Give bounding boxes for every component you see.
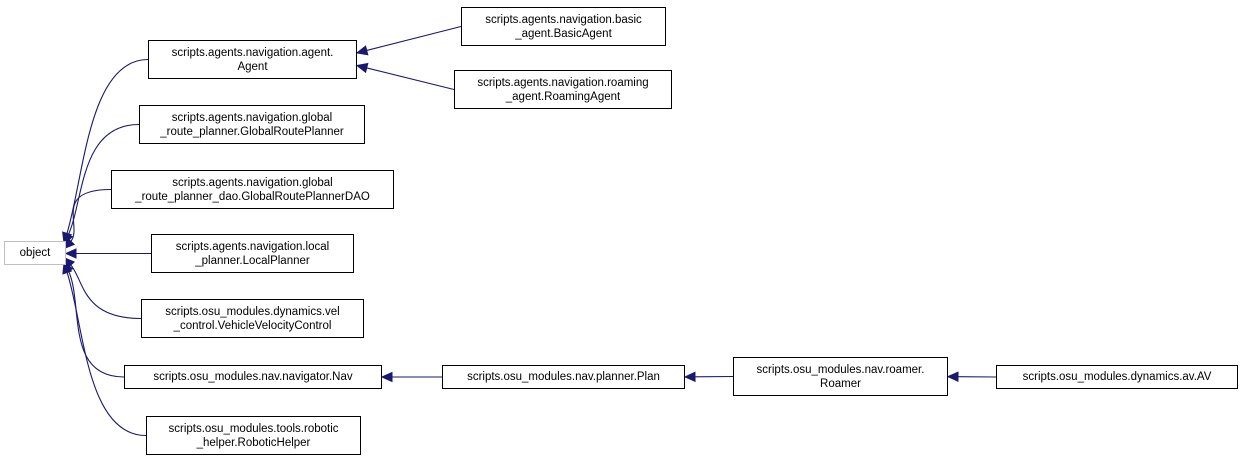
edge-global_route_planner_dao-to-object <box>69 188 112 243</box>
node-label-line: scripts.agents.navigation.basic <box>485 13 642 26</box>
node-label-line: _control.VehicleVelocityControl <box>173 319 332 332</box>
node-label-line: scripts.osu_modules.nav.roamer. <box>756 363 925 376</box>
node-nav[interactable]: scripts.osu_modules.nav.navigator.Nav <box>124 365 382 389</box>
edge-arrowhead <box>380 371 393 383</box>
edge-global_route_planner-to-object <box>67 123 140 236</box>
node-label-line: scripts.osu_modules.nav.navigator.Nav <box>153 371 353 383</box>
node-global-route-planner-dao[interactable]: scripts.agents.navigation.global_route_p… <box>111 170 394 209</box>
edge-arrowhead <box>683 371 696 383</box>
edge-arrowhead <box>355 45 369 56</box>
node-label-line: scripts.osu_modules.tools.robotic <box>168 422 339 435</box>
node-plan[interactable]: scripts.osu_modules.nav.planner.Plan <box>442 365 685 389</box>
node-basic-agent[interactable]: scripts.agents.navigation.basic_agent.Ba… <box>461 7 666 46</box>
node-label-line: _planner.LocalPlanner <box>195 254 310 267</box>
node-label-line: Roamer <box>820 377 861 390</box>
edge-robotic_helper-to-object <box>66 271 147 437</box>
node-roaming-agent[interactable]: scripts.agents.navigation.roaming_agent.… <box>454 70 672 109</box>
node-local-planner[interactable]: scripts.agents.navigation.local_planner.… <box>151 234 354 273</box>
node-global-route-planner[interactable]: scripts.agents.navigation.global_route_p… <box>139 105 365 144</box>
node-robotic-helper[interactable]: scripts.osu_modules.tools.robotic_helper… <box>146 416 361 455</box>
edge-agent-to-object <box>66 58 149 235</box>
node-label-line: scripts.osu_modules.dynamics.vel <box>165 305 340 318</box>
node-label-line: scripts.agents.navigation.global <box>171 111 333 124</box>
node-label-line: Agent <box>237 60 268 73</box>
node-label-line: scripts.agents.navigation.roaming <box>477 76 649 89</box>
edge-vehicle_velocity_control-to-object <box>69 263 142 320</box>
node-label-line: _route_planner_dao.GlobalRoutePlannerDAO <box>135 190 370 203</box>
node-label-line: object <box>19 247 51 259</box>
edge-basic_agent-to-agent <box>365 25 462 52</box>
node-label-line: _route_planner.GlobalRoutePlanner <box>160 125 344 138</box>
node-label-line: _agent.RoamingAgent <box>505 90 621 103</box>
edge-arrowhead <box>946 371 959 382</box>
node-label-line: _agent.BasicAgent <box>515 27 612 40</box>
edge-roaming_agent-to-agent <box>365 67 455 91</box>
node-label-line: scripts.osu_modules.dynamics.av.AV <box>1022 371 1212 383</box>
node-label-line: _helper.RoboticHelper <box>196 436 311 449</box>
node-label-line: scripts.agents.navigation.agent. <box>171 46 334 59</box>
edge-nav-to-object <box>67 269 125 378</box>
node-roamer[interactable]: scripts.osu_modules.nav.roamer.Roamer <box>733 357 948 396</box>
edge-arrowhead <box>355 62 369 74</box>
node-object[interactable]: object <box>4 241 66 265</box>
node-vehicle-velocity-control[interactable]: scripts.osu_modules.dynamics.vel_control… <box>141 299 364 338</box>
node-label-line: scripts.osu_modules.nav.planner.Plan <box>467 371 660 383</box>
node-agent[interactable]: scripts.agents.navigation.agent.Agent <box>148 40 357 79</box>
edge-arrowhead <box>62 261 73 275</box>
node-label-line: scripts.agents.navigation.local <box>175 240 330 253</box>
node-label-line: scripts.agents.navigation.global <box>172 176 333 189</box>
edge-arrowhead <box>64 248 77 259</box>
node-av[interactable]: scripts.osu_modules.dynamics.av.AV <box>996 365 1238 389</box>
